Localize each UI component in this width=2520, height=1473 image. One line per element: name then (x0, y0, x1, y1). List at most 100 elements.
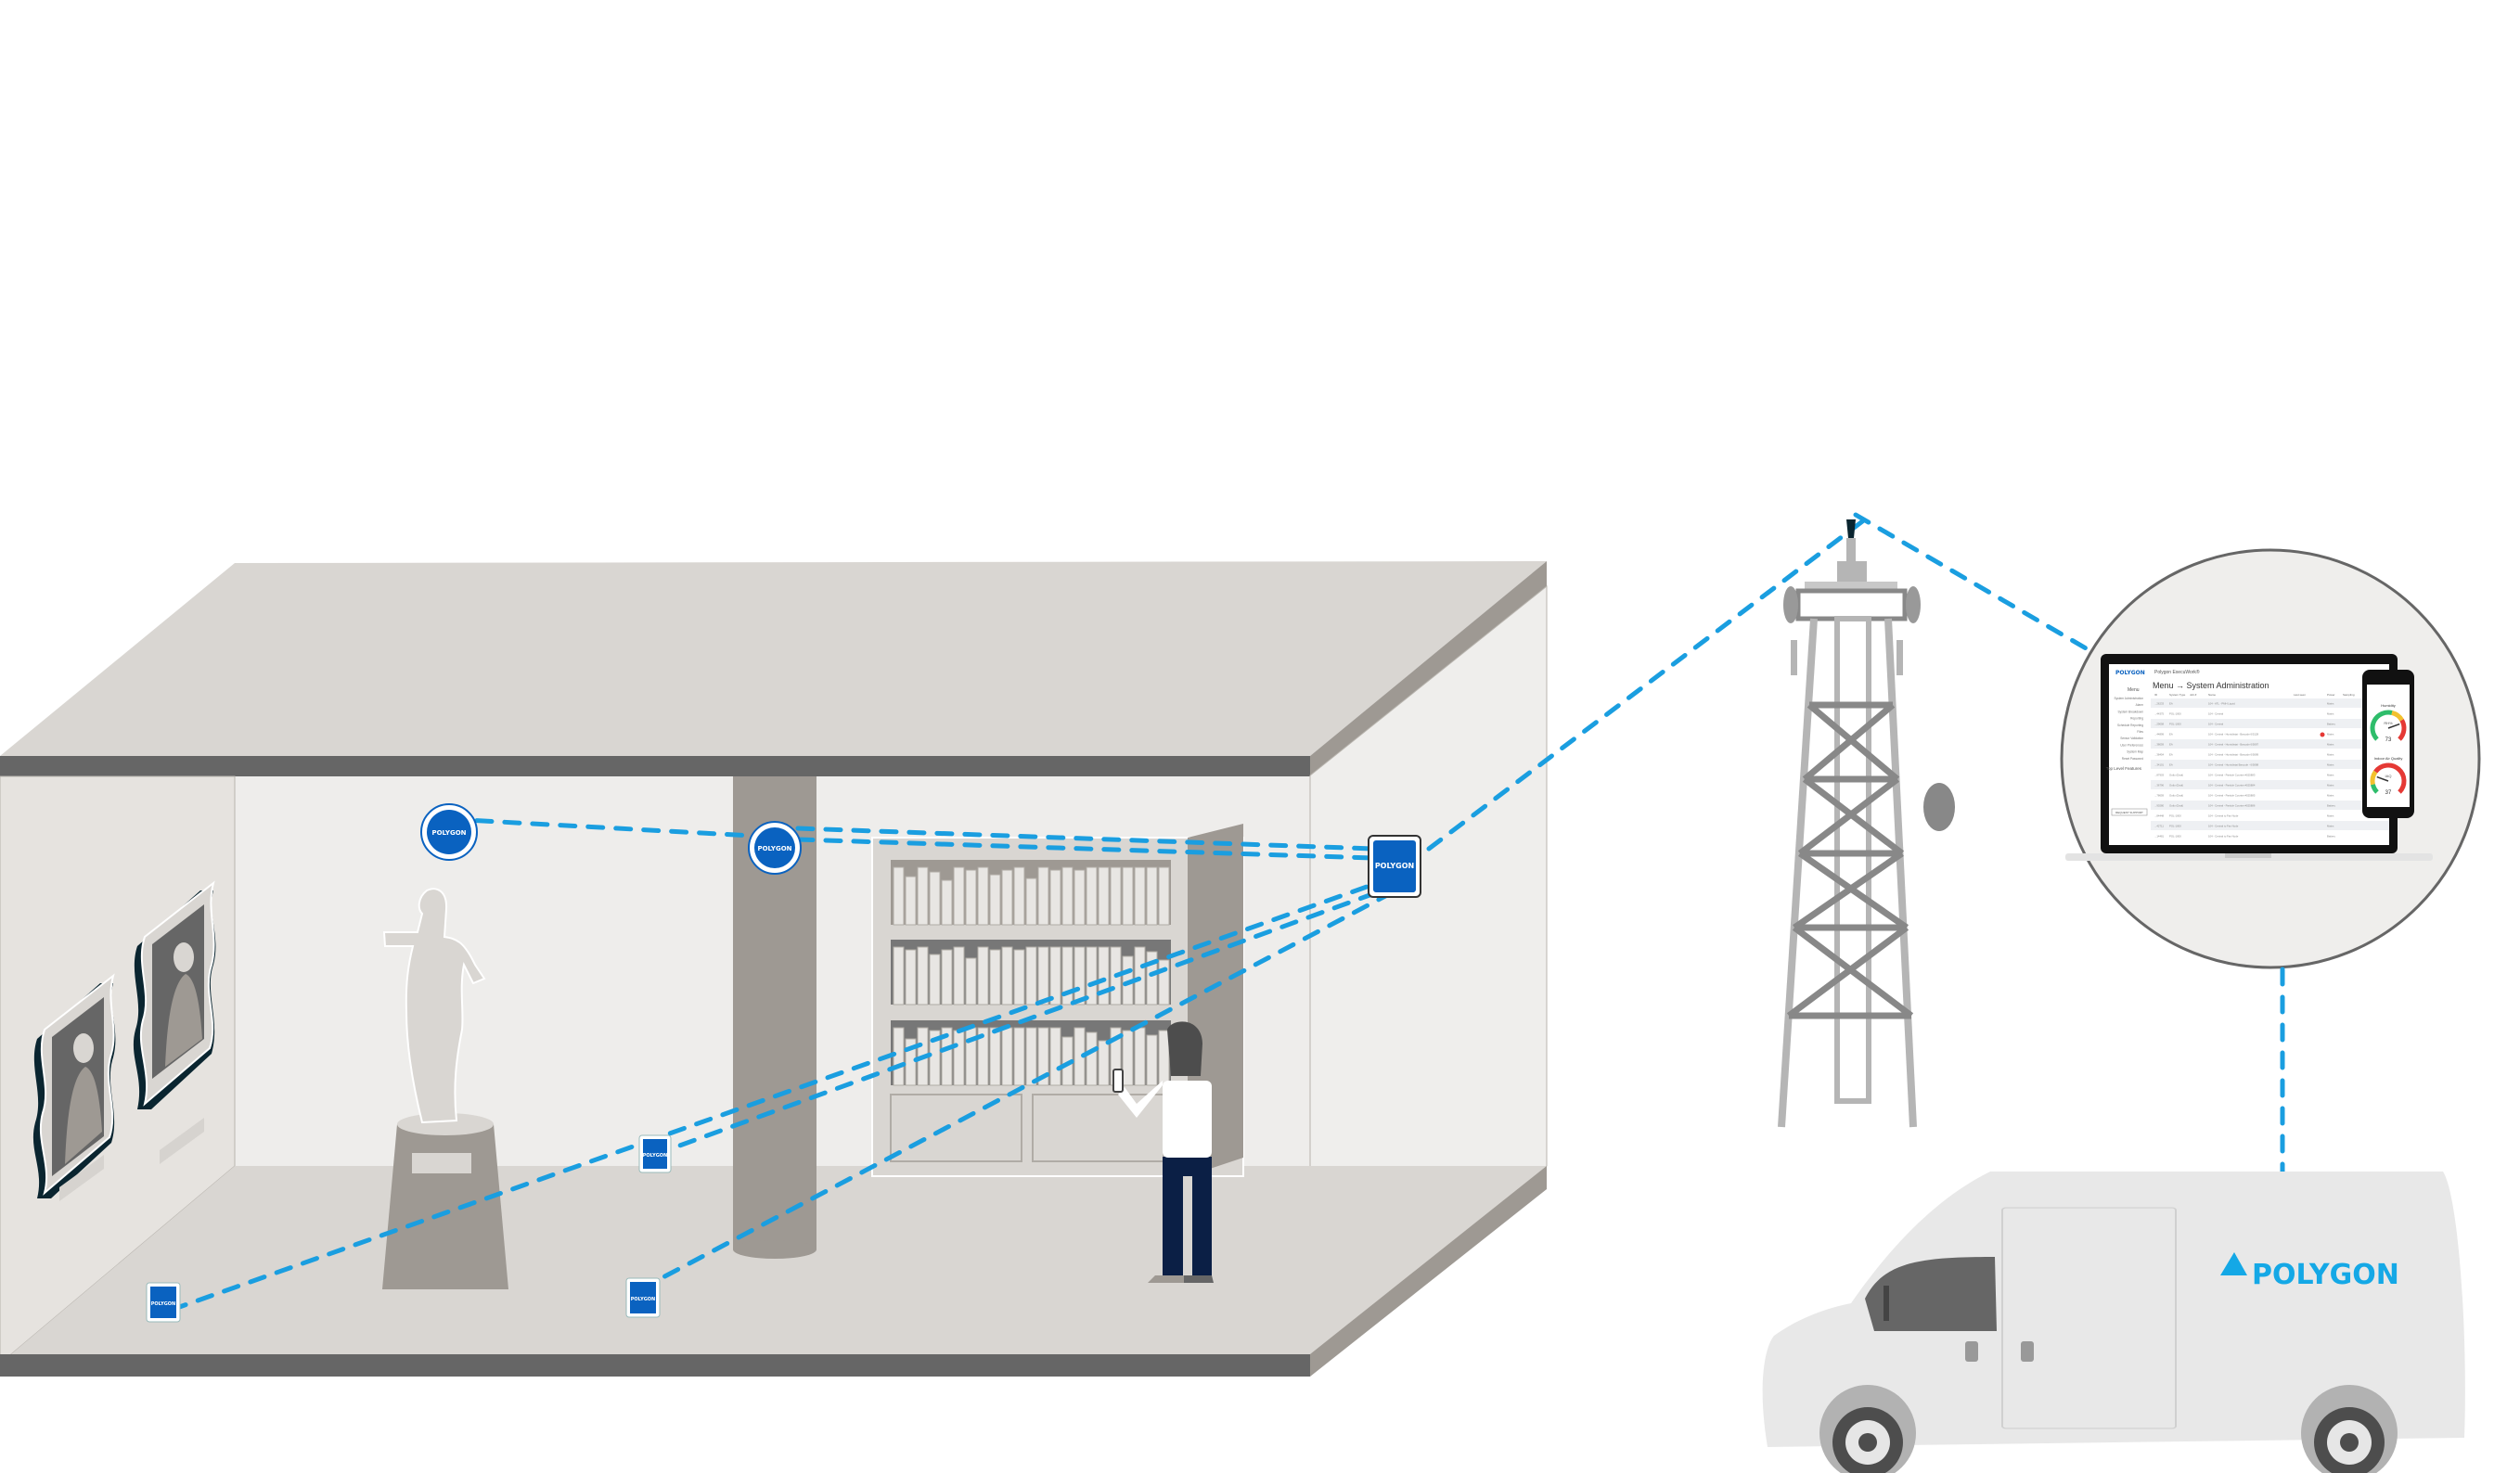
book (1098, 866, 1110, 926)
book (929, 871, 941, 926)
book (1110, 866, 1122, 926)
sidebar-item[interactable]: System Map (2127, 750, 2143, 754)
books (893, 866, 1170, 1086)
gauge-needle (2387, 723, 2400, 729)
book (905, 949, 917, 1005)
gauge-unit: IAQ (2385, 774, 2392, 778)
menu-label[interactable]: Menu (2128, 687, 2140, 693)
table-cell: Outlo (Dual) (2169, 804, 2183, 808)
table-cell: ...29058 (2154, 723, 2165, 726)
table-cell: POL-1000 (2169, 835, 2181, 839)
table-cell: POL-1000 (2169, 723, 2181, 726)
table-cell: Battery (2327, 804, 2335, 808)
sensor-links (169, 517, 1868, 1313)
book (1086, 866, 1098, 926)
book (1098, 946, 1110, 1005)
table-cell: ...90280 (2154, 804, 2165, 808)
table-cell: 104 - Central - Particle Counter #025883 (2208, 774, 2256, 777)
table-header: System Type (2169, 693, 2186, 697)
floor-sensor-statue[interactable]: POLYGON (638, 1134, 672, 1173)
table-row[interactable] (2151, 760, 2389, 769)
table-row[interactable] (2151, 770, 2389, 779)
table-cell: 104 - Central to Fan Node (2208, 825, 2239, 828)
painting-right (133, 880, 216, 1164)
table-row[interactable] (2151, 831, 2389, 840)
sidebar-item[interactable]: System Administration (2114, 697, 2143, 700)
app-name: Polygon ExecuWork® (2154, 669, 2200, 675)
sidebar-item[interactable]: Reset Password (2122, 757, 2143, 761)
book (1025, 946, 1037, 1005)
book (893, 1027, 905, 1086)
gateway[interactable]: POLYGON (1368, 835, 1421, 898)
table-cell: Mains (2327, 753, 2334, 757)
request-support-button[interactable] (2111, 808, 2148, 816)
sidebar-item[interactable]: Files (2137, 730, 2143, 734)
sidebar-item[interactable]: Alarm (2136, 703, 2144, 707)
sidebar-item[interactable]: Reporting (2130, 717, 2143, 721)
table-row[interactable] (2151, 790, 2389, 800)
table-cell: POL-1000 (2169, 814, 2181, 818)
table-row[interactable] (2151, 801, 2389, 810)
book (977, 1027, 989, 1086)
table-header: ID (2154, 693, 2158, 697)
sidebar-item[interactable]: Schedule Reporting (2117, 724, 2143, 727)
book (941, 1027, 953, 1086)
link-tower-to-dashboard (1853, 512, 2090, 652)
table-cell: ...87903 (2154, 774, 2165, 777)
table-cell: 104 - Central - Particle Counter #025885 (2208, 794, 2256, 798)
table-cell: POL-1000 (2169, 712, 2181, 716)
table-row[interactable] (2151, 719, 2389, 728)
table-header: Job # (2190, 693, 2197, 697)
table-cell: ...34101 (2154, 763, 2165, 767)
gauge-title: Indoor Air Quality (2374, 756, 2403, 761)
table-cell: Battery (2327, 723, 2335, 726)
table-row[interactable] (2151, 729, 2389, 738)
table-row[interactable] (2151, 709, 2389, 718)
top-level-features[interactable]: Top Level Features (2106, 766, 2142, 771)
table-cell: 104 - Central (2208, 723, 2224, 726)
link-floor-left-to-gateway (169, 878, 1385, 1313)
book (893, 866, 905, 926)
link-ceiling-column-to-gateway-2 (795, 837, 1376, 861)
table-row[interactable] (2151, 780, 2389, 789)
sidebar-item[interactable]: User Preferences (2120, 743, 2143, 747)
ceiling-sensor-column[interactable]: POLYGON (748, 821, 802, 875)
table-cell: 104 - Central (2208, 712, 2224, 716)
table-row[interactable] (2151, 739, 2389, 749)
sidebar-item[interactable]: System Breakdown (2118, 710, 2144, 713)
link-gateway-to-tower (1426, 517, 1868, 852)
table-cell: Mains (2327, 712, 2334, 716)
book (989, 949, 1001, 1005)
table-row[interactable] (2151, 698, 2389, 708)
sidebar-item[interactable]: Sensor Validation (2120, 736, 2143, 740)
link-floor-center-to-gateway (637, 892, 1390, 1292)
statue (382, 888, 508, 1289)
table-cell: Mains (2327, 825, 2334, 828)
van-logo-text: POLYGON (2252, 1259, 2399, 1291)
ceiling-sensor-left[interactable]: POLYGON (420, 803, 478, 861)
floor-sensor-left[interactable]: POLYGON (146, 1282, 181, 1323)
table-cell: ...84448 (2154, 814, 2165, 818)
painting-label-left (59, 1155, 104, 1201)
book (1049, 869, 1061, 926)
painting-left (32, 973, 116, 1198)
table-cell: ...26233 (2154, 702, 2165, 706)
dashboard-bubble: POLYGON Polygon ExecuWork® Menu → System… (2060, 548, 2481, 1199)
floor-sensor-center[interactable]: POLYGON (625, 1277, 661, 1318)
table-row[interactable] (2151, 749, 2389, 759)
table-row[interactable] (2151, 821, 2389, 830)
book (1146, 866, 1158, 926)
table-header: Sampling (2343, 693, 2355, 697)
table-row[interactable] (2151, 811, 2389, 820)
book (1158, 1030, 1170, 1086)
table-cell: Mains (2327, 743, 2334, 747)
table-cell: 104 - Central - Humidistat - Barcode 6/5… (2208, 733, 2259, 736)
book (929, 954, 941, 1005)
book (1122, 866, 1134, 926)
book (929, 1030, 941, 1086)
table-cell: 104 - Central to Fan Node (2208, 835, 2239, 839)
table-cell: Mains (2327, 784, 2334, 788)
book (1013, 866, 1025, 926)
floor-edge-right (1310, 1166, 1547, 1377)
